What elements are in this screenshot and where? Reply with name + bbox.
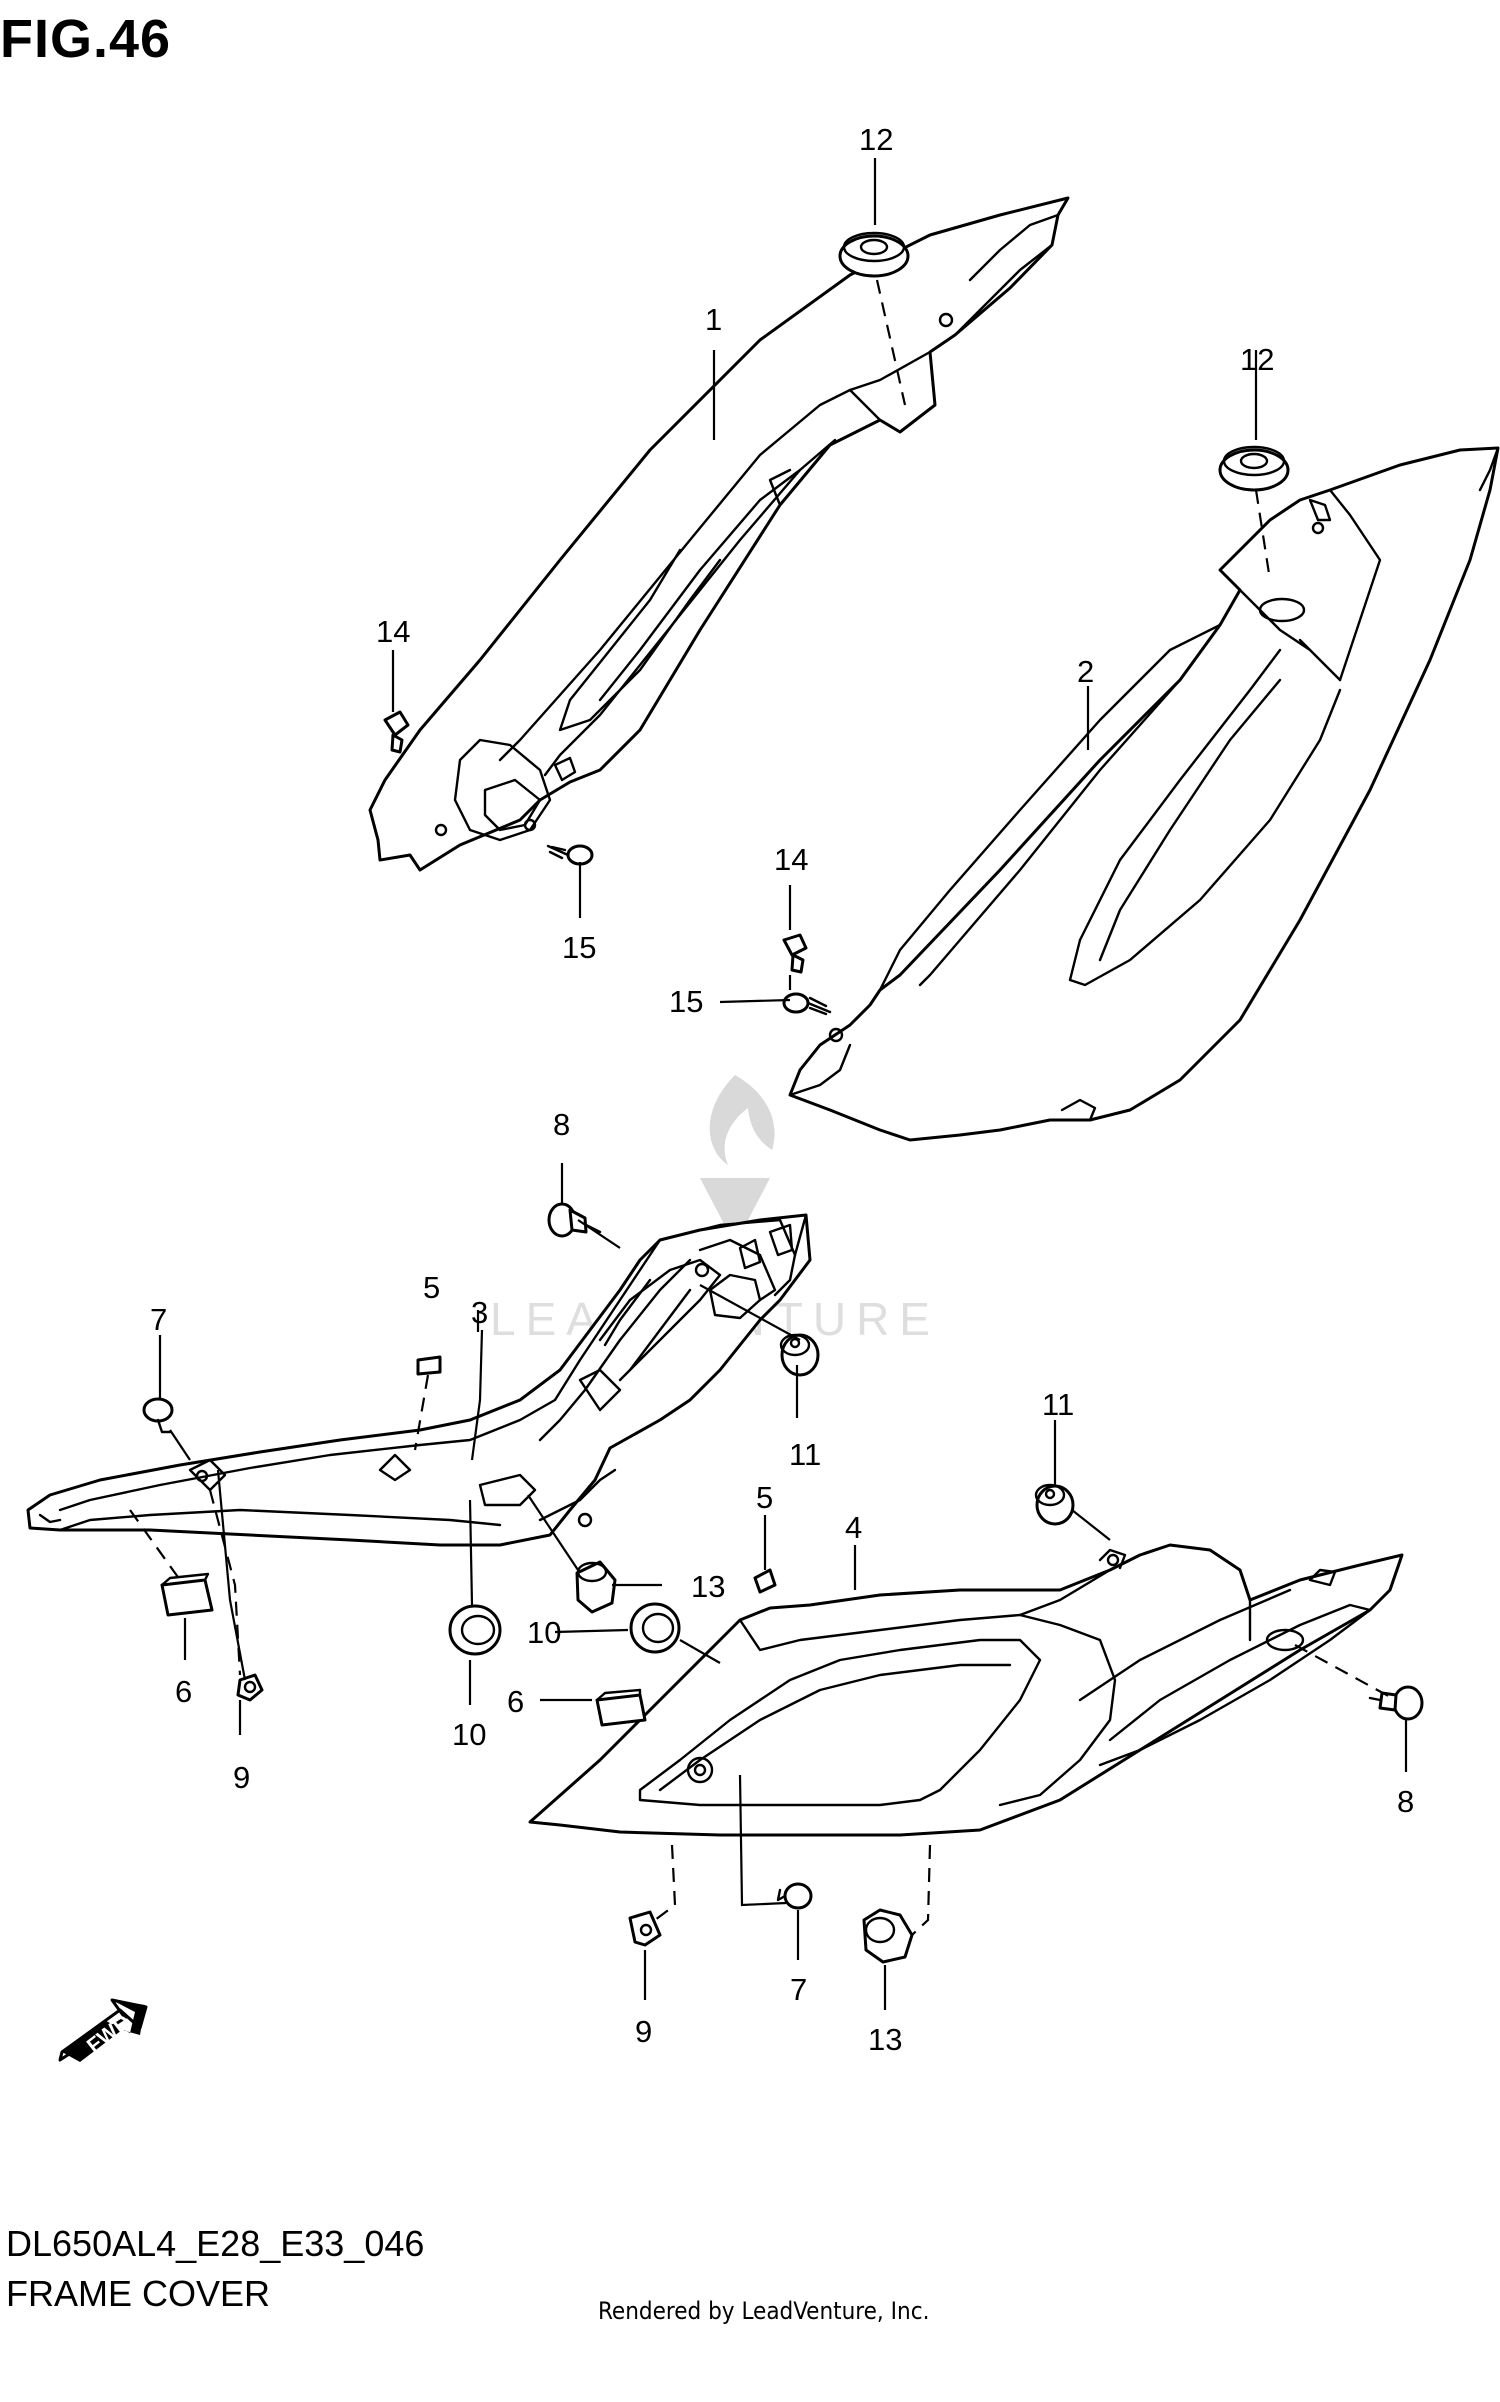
callout-labels: 12 1 14 15 12 2 14 15 8 5 3 7 11 13 6 9 …	[150, 122, 1414, 2057]
part-14-clip-right[interactable]	[782, 933, 808, 974]
callout-4: 4	[845, 1510, 862, 1545]
callout-10-middle: 10	[527, 1615, 561, 1650]
part-13-cushion-lower[interactable]	[862, 1908, 914, 1964]
callout-9-lower: 9	[635, 2014, 652, 2049]
part-7-screw-lower[interactable]	[776, 1882, 813, 1910]
callout-12-upper: 12	[859, 122, 893, 157]
part-9-nut-lower[interactable]	[628, 1910, 662, 1947]
callout-5-upper: 5	[423, 1270, 440, 1305]
callout-8-right: 8	[1397, 1784, 1414, 1819]
callout-7-left: 7	[150, 1302, 167, 1337]
part-14-clip-left[interactable]	[383, 710, 410, 754]
part-5-tape-upper[interactable]	[416, 1355, 442, 1376]
part-15-screw-left[interactable]	[546, 844, 594, 866]
callout-12-right: 12	[1240, 342, 1274, 377]
part-11-cushion-middle[interactable]	[779, 1333, 820, 1377]
part-3-seat-side-cover-left[interactable]	[26, 1213, 812, 1547]
part-8-bolt-right[interactable]	[1368, 1685, 1424, 1721]
leader-lines	[129, 158, 1408, 2010]
figure-title: FIG.46	[0, 9, 172, 69]
part-9-nut-left[interactable]	[236, 1673, 264, 1702]
part-5-tape-lower[interactable]	[753, 1568, 777, 1594]
part-15-screw-right[interactable]	[782, 992, 832, 1016]
part-7-screw-left[interactable]	[142, 1397, 174, 1434]
callout-8-middle: 8	[553, 1107, 570, 1142]
callout-9-left: 9	[233, 1760, 250, 1795]
part-13-cushion-middle[interactable]	[575, 1560, 617, 1614]
part-12-grommet-right[interactable]	[1218, 445, 1290, 492]
callout-2: 2	[1077, 654, 1094, 689]
part-8-bolt-middle[interactable]	[547, 1202, 602, 1238]
part-6-cushion-left[interactable]	[160, 1572, 214, 1617]
callout-15-left: 15	[562, 930, 596, 965]
part-1-frame-cover-left[interactable]	[368, 196, 1070, 872]
part-4-seat-side-cover-right[interactable]	[528, 1543, 1404, 1837]
fwd-direction-arrow: FWD	[58, 1998, 148, 2062]
callout-6-right: 6	[507, 1684, 524, 1719]
render-credit: Rendered by LeadVenture, Inc.	[598, 2297, 930, 2325]
model-code: DL650AL4_E28_E33_046	[6, 2223, 425, 2264]
callout-13-lower: 13	[868, 2022, 902, 2057]
callout-10-left: 10	[452, 1717, 486, 1752]
part-12-grommet-upper[interactable]	[838, 231, 910, 278]
callout-14-right: 14	[774, 842, 808, 877]
section-name: FRAME COVER	[6, 2273, 271, 2314]
callout-3: 3	[471, 1295, 488, 1330]
callout-11-right: 11	[1042, 1387, 1074, 1422]
part-6-cushion-right[interactable]	[595, 1688, 647, 1727]
part-10-grommet-middle[interactable]	[629, 1602, 681, 1654]
callout-1: 1	[705, 302, 722, 337]
callout-13-middle: 13	[691, 1569, 725, 1604]
callout-11-middle: 11	[789, 1437, 821, 1472]
part-11-cushion-right[interactable]	[1034, 1483, 1075, 1526]
part-2-frame-cover-right[interactable]	[788, 446, 1500, 1142]
callout-15-right: 15	[669, 984, 703, 1019]
part-10-grommet-left[interactable]	[448, 1604, 502, 1656]
callout-7-lower: 7	[790, 1972, 807, 2007]
callout-14-left: 14	[376, 614, 410, 649]
callout-5-lower: 5	[756, 1480, 773, 1515]
callout-6-left: 6	[175, 1674, 192, 1709]
